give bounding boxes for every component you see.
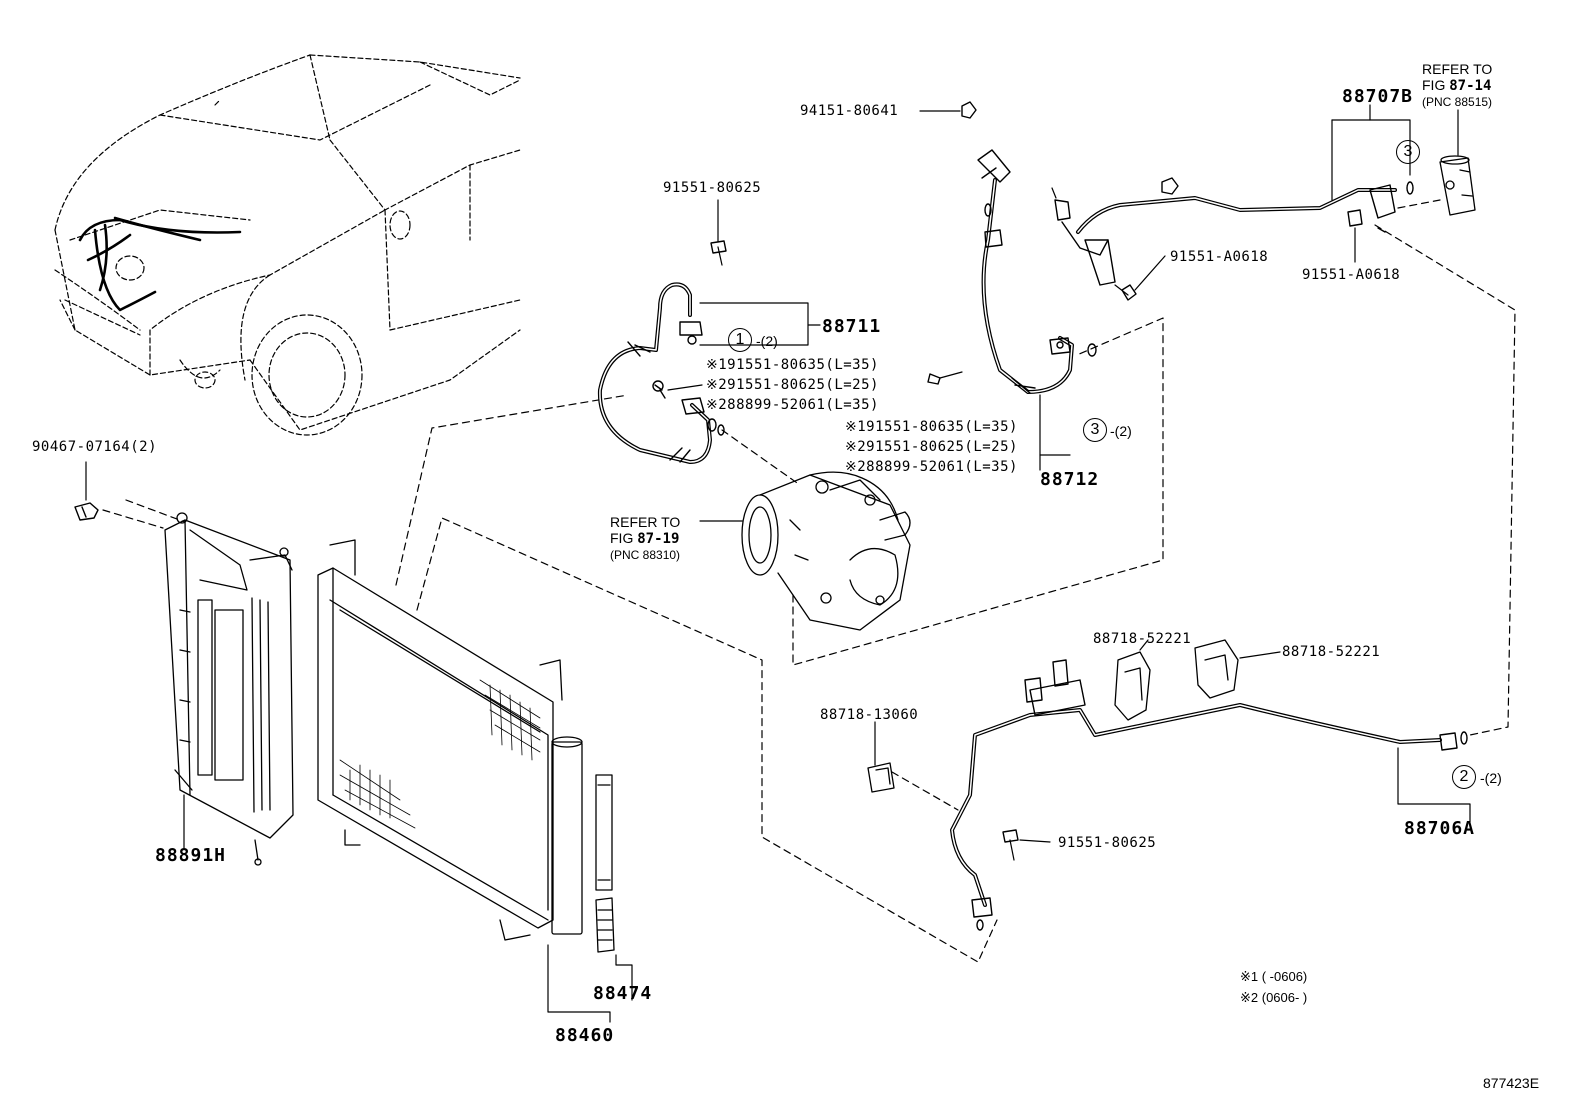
part-label-88707b[interactable]: 88707B: [1342, 86, 1414, 107]
part-label-94151[interactable]: 94151-80641: [800, 103, 899, 119]
bolt-option-left-3[interactable]: ※288899-52061(L=35): [706, 397, 879, 413]
dashed-leaders: [102, 199, 1516, 963]
bolt-option-mid-1[interactable]: ※191551-80635(L=35): [845, 419, 1018, 435]
bolt-option-left-1[interactable]: ※191551-80635(L=35): [706, 357, 879, 373]
part-label-88460[interactable]: 88460: [555, 1025, 615, 1046]
condenser-drawing: [317, 539, 583, 941]
leader-lines: [85, 104, 1471, 1023]
pipe-88707b-drawing: [1051, 177, 1414, 301]
footnote-1: ※1 ( -0606): [1240, 969, 1308, 984]
vehicle-outline: [54, 54, 521, 436]
part-label-88891h[interactable]: 88891H: [155, 845, 227, 866]
bolt-90467-drawing: [74, 502, 99, 521]
part-label-91551-a0618-right[interactable]: 91551-A0618: [1302, 267, 1401, 283]
vehicle-ac-lines: [78, 216, 242, 312]
part-label-91551-80625-lower[interactable]: 91551-80625: [1058, 835, 1157, 851]
dryer-drawing: [595, 774, 615, 953]
clamps-drawing: [867, 639, 1239, 793]
part-label-88718-52221-top[interactable]: 88718-52221: [1093, 631, 1192, 647]
part-label-91551-a0618-left[interactable]: 91551-A0618: [1170, 249, 1269, 265]
circled-number-3a: 3: [1396, 140, 1420, 164]
part-label-91551-80625-top[interactable]: 91551-80625: [663, 180, 762, 196]
reference-valve[interactable]: REFER TO FIG 87-14 (PNC 88515): [1422, 61, 1493, 109]
footnote-2: ※2 (0606- ): [1240, 990, 1308, 1005]
part-label-88712[interactable]: 88712: [1040, 469, 1100, 490]
pipe-88706a-drawing: [950, 659, 1468, 931]
circled-qty-1: -(2): [756, 333, 778, 349]
part-label-88706a[interactable]: 88706A: [1404, 818, 1476, 839]
reference-compressor[interactable]: REFER TO FIG 87-19 (PNC 88310): [610, 514, 681, 562]
compressor-drawing: [741, 471, 911, 631]
part-label-90467[interactable]: 90467-07164(2): [32, 439, 158, 455]
bolt-option-mid-2[interactable]: ※291551-80625(L=25): [845, 439, 1018, 455]
bolt-option-mid-3[interactable]: ※288899-52061(L=35): [845, 459, 1018, 475]
circled-number-1: 1: [728, 328, 752, 352]
hose-88711-drawing: [597, 240, 727, 464]
part-label-88718-52221-right[interactable]: 88718-52221: [1282, 644, 1381, 660]
circled-qty-2: -(2): [1480, 770, 1502, 786]
diagram-id: 877423E: [1483, 1075, 1540, 1091]
part-label-88711[interactable]: 88711: [822, 316, 882, 337]
circled-number-2: 2: [1452, 765, 1476, 789]
circled-number-3b: 3: [1083, 418, 1107, 442]
expansion-valve-drawing: [1439, 155, 1476, 216]
circled-qty-3b: -(2): [1110, 423, 1132, 439]
bolt-option-left-2[interactable]: ※291551-80625(L=25): [706, 377, 879, 393]
shroud-drawing: [164, 512, 294, 866]
part-label-88718-13060[interactable]: 88718-13060: [820, 707, 919, 723]
hose-88712-drawing: [927, 101, 1097, 394]
part-label-88474[interactable]: 88474: [593, 983, 653, 1004]
